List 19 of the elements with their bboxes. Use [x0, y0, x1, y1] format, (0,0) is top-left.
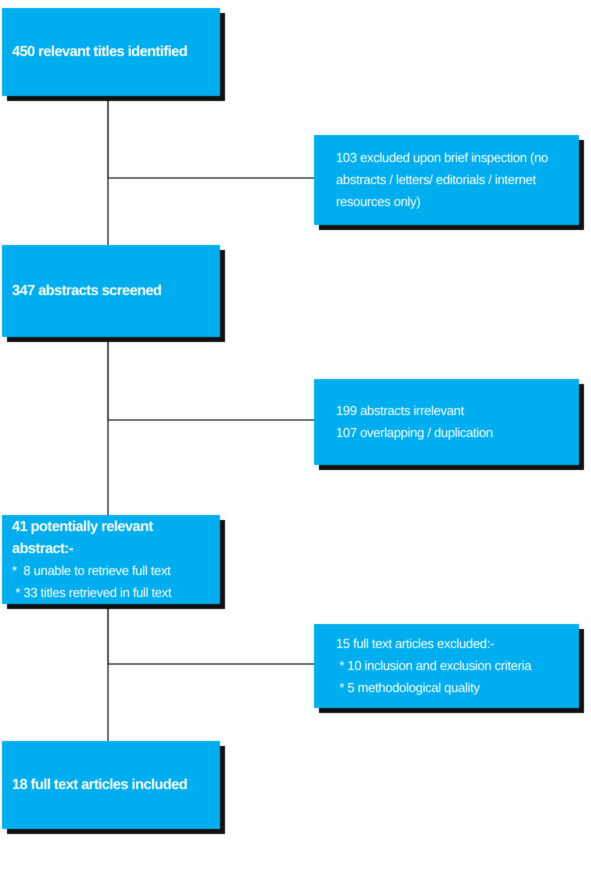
box-text: 107 overlapping / duplication [336, 424, 494, 442]
process-box [2, 245, 220, 337]
box-text: * 10 inclusion and exclusion criteria [338, 657, 533, 675]
box-heading: 450 relevant titles identified [12, 43, 188, 62]
process-box [2, 8, 220, 96]
box-text: * 5 methodological quality [338, 679, 481, 697]
process-box [2, 741, 220, 829]
box-heading: 103 excluded upon brief inspection (no abstracts / letters/ editorials / internet resources only) [336, 149, 549, 211]
box-text: * 8 unable to retrieve full text [12, 562, 172, 580]
process-box [2, 515, 220, 604]
process-box [314, 624, 579, 708]
process-box [314, 379, 579, 465]
box-heading: 18 full text articles included [12, 776, 188, 795]
process-box [314, 135, 579, 225]
box-heading: 199 abstracts irrelevant [336, 402, 466, 420]
box-heading: 15 full text articles excluded:- [336, 635, 496, 653]
box-heading: 41 potentially relevant abstract:- [12, 518, 154, 558]
box-heading: 347 abstracts screened [12, 282, 162, 301]
box-text: * 33 titles retrieved in full text [14, 584, 172, 602]
